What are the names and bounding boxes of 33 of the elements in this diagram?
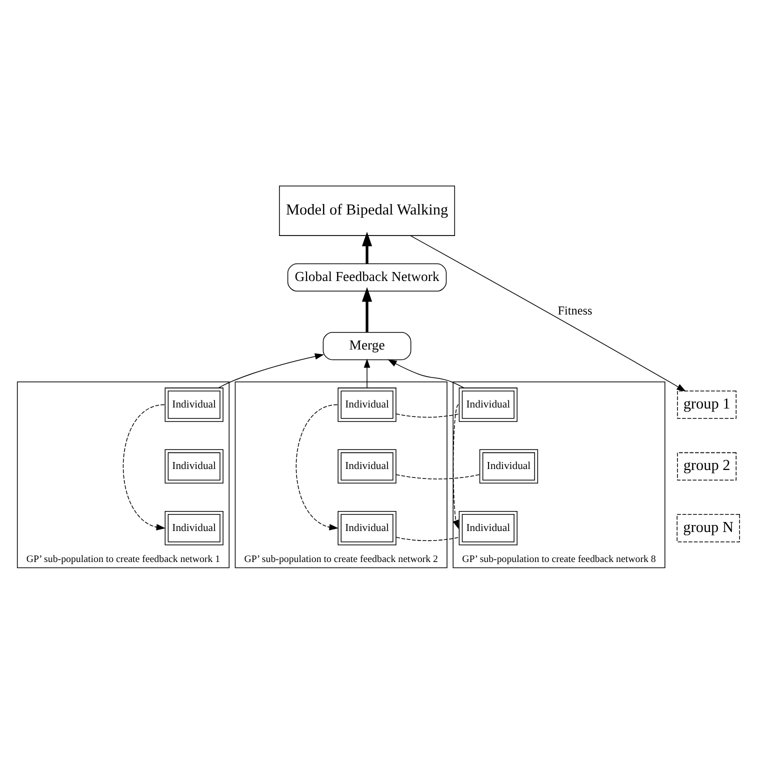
- node-box: Individual: [338, 510, 396, 546]
- arrow: [362, 232, 372, 264]
- arrow: [452, 404, 459, 530]
- cluster: [234, 381, 448, 568]
- arrow: [410, 235, 686, 392]
- node-box: Individual: [338, 388, 396, 422]
- arrow: [296, 404, 338, 530]
- connector: [396, 474, 480, 480]
- node-label: GP’ sub-population to create feedback network 1: [26, 554, 220, 565]
- arrow: [388, 359, 464, 388]
- node-box: Individual: [164, 388, 224, 422]
- node-box: Model of Bipedal Walking: [279, 186, 456, 236]
- node-box: group 2: [677, 452, 737, 480]
- node-box: Merge: [322, 332, 412, 360]
- arrow: [122, 404, 166, 530]
- node-box: Individual: [164, 510, 224, 546]
- node-box: group N: [676, 514, 740, 542]
- connector: [396, 536, 460, 542]
- cluster: [16, 381, 230, 568]
- node-box: group 1: [677, 390, 737, 419]
- node-box: Individual: [479, 449, 538, 484]
- node-label: GP’ sub-population to create feedback network 2: [244, 554, 438, 565]
- node-box: Individual: [338, 449, 396, 484]
- connector: [396, 414, 460, 418]
- node-label: GP’ sub-population to create feedback network 8: [462, 554, 656, 565]
- node-box: Individual: [458, 388, 518, 422]
- node-box: Individual: [458, 510, 518, 546]
- node-box: Individual: [164, 449, 224, 484]
- arrow: [362, 287, 372, 332]
- edge-label: Fitness: [558, 304, 592, 318]
- node-box: Global Feedback Network: [287, 263, 447, 292]
- arrow: [218, 353, 324, 388]
- arrow: [364, 358, 370, 388]
